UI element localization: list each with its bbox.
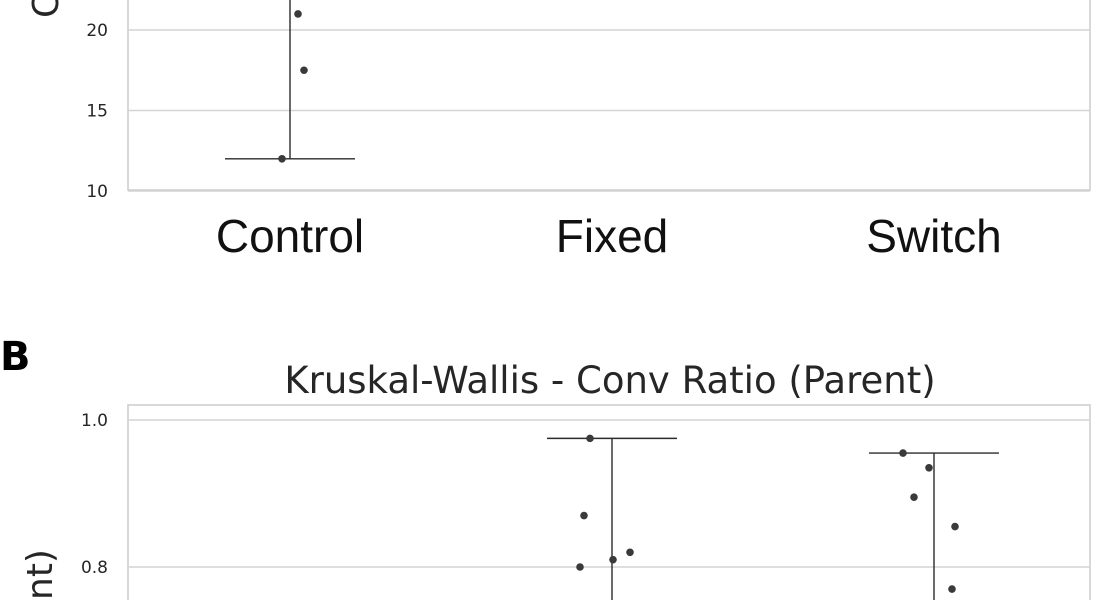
panel-a-x-ticks: Control Fixed Switch — [216, 210, 1002, 262]
panel-a-x-tick-label: Switch — [866, 210, 1001, 262]
panel-a-data-point — [300, 66, 308, 75]
panel-a-grid — [128, 29, 1090, 192]
panel-b-data-point — [925, 463, 933, 472]
panel-b-data-point — [576, 563, 584, 571]
panel-b-data-point — [609, 555, 617, 564]
panel-b-marks — [547, 434, 999, 600]
panel-a: 10 15 20 Co Control Fixed Switch — [26, 0, 1091, 262]
panel-a-y-tick-label: 20 — [86, 21, 108, 41]
panel-a-frame — [127, 0, 1091, 191]
panel-b-y-label: nt) — [20, 549, 61, 600]
panel-b-data-point — [586, 434, 594, 443]
panel-a-marks — [225, 0, 355, 163]
panel-a-y-tick-label: 15 — [86, 102, 108, 122]
panel-b-data-point — [580, 511, 588, 520]
panel-a-y-tick-label: 10 — [86, 182, 108, 202]
panel-b-data-point — [951, 522, 959, 531]
panel-a-data-point — [278, 155, 286, 163]
panel-a-y-label: Co — [26, 0, 67, 18]
panel-b-y-tick-label: 0.8 — [81, 558, 108, 578]
panel-b-letter: B — [0, 334, 31, 380]
panel-b: B Kruskal-Wallis - Conv Ratio (Parent) 0… — [0, 334, 1091, 600]
panel-b-data-point — [910, 493, 918, 501]
panel-b-data-point — [626, 548, 634, 557]
panel-b-y-ticks: 0.8 1.0 — [81, 411, 108, 578]
panel-b-data-point — [948, 585, 956, 593]
panel-a-data-point — [294, 10, 302, 18]
panel-a-x-tick-label: Fixed — [556, 210, 668, 262]
panel-b-title: Kruskal-Wallis - Conv Ratio (Parent) — [284, 359, 935, 402]
panel-b-data-point — [899, 449, 907, 457]
panel-b-grid — [128, 419, 1090, 568]
panel-a-x-tick-label: Control — [216, 210, 364, 262]
panel-b-y-tick-label: 1.0 — [81, 411, 108, 431]
panel-a-y-ticks: 10 15 20 — [86, 21, 108, 202]
panel-b-frame — [127, 404, 1091, 600]
